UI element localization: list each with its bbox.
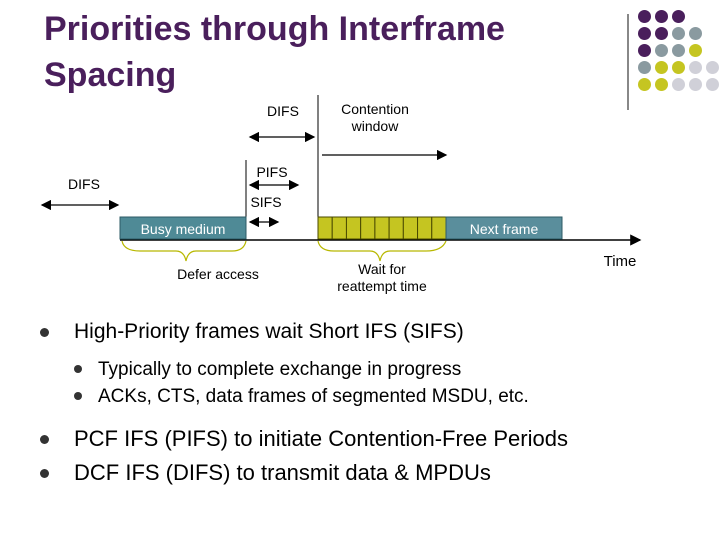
bullet-text: DCF IFS (DIFS) to transmit data & MPDUs — [74, 460, 491, 485]
wait-reattempt-label: Wait for reattempt time — [322, 261, 442, 295]
contention-slot — [375, 217, 389, 239]
difs-left-label: DIFS — [62, 176, 106, 193]
bullet-list: High-Priority frames wait Short IFS (SIF… — [40, 318, 710, 490]
bullet-difs: DCF IFS (DIFS) to transmit data & MPDUs — [40, 456, 710, 490]
decor-dot — [655, 27, 668, 40]
bullet-dot-icon — [74, 392, 82, 400]
wait-reattempt-brace — [318, 241, 446, 261]
sub-bullet: ACKs, CTS, data frames of segmented MSDU… — [64, 383, 710, 410]
bullet-dot-icon — [40, 469, 49, 478]
decor-dot — [689, 27, 702, 40]
sub-bullet-text: ACKs, CTS, data frames of segmented MSDU… — [98, 386, 529, 407]
defer-access-brace — [122, 241, 246, 261]
slide-title: Priorities through Interframe Spacing — [44, 6, 604, 98]
decor-dot — [655, 44, 668, 57]
contention-window-label: Contention window — [330, 101, 420, 135]
busy-medium-label: Busy medium — [120, 221, 246, 238]
decor-dot — [655, 10, 668, 23]
contention-slot — [318, 217, 332, 239]
sub-bullet-text: Typically to complete exchange in progre… — [98, 359, 461, 380]
contention-slot — [432, 217, 446, 239]
decor-dot — [638, 44, 651, 57]
contention-slot — [332, 217, 346, 239]
sub-bullet: Typically to complete exchange in progre… — [64, 356, 710, 383]
defer-access-label: Defer access — [158, 266, 278, 283]
decor-dot — [672, 61, 685, 74]
decor-dot — [672, 44, 685, 57]
time-axis-label: Time — [592, 253, 648, 270]
decor-dot — [706, 78, 719, 91]
decor-dot-grid — [638, 10, 720, 100]
bullet-text: High-Priority frames wait Short IFS (SIF… — [74, 320, 464, 343]
decor-dot — [689, 61, 702, 74]
difs-top-label: DIFS — [258, 103, 308, 120]
contention-slot — [346, 217, 360, 239]
bullet-pifs: PCF IFS (PIFS) to initiate Contention-Fr… — [40, 422, 710, 456]
decor-dot — [672, 78, 685, 91]
decor-dot — [638, 27, 651, 40]
decor-dot — [655, 78, 668, 91]
bullet-dot-icon — [40, 328, 49, 337]
bullet-text: PCF IFS (PIFS) to initiate Contention-Fr… — [74, 426, 568, 451]
bullet-dot-icon — [40, 435, 49, 444]
decor-dot — [638, 78, 651, 91]
decor-dot — [706, 61, 719, 74]
decor-dot — [672, 10, 685, 23]
bullet-sifs: High-Priority frames wait Short IFS (SIF… — [40, 318, 710, 346]
contention-slot — [403, 217, 417, 239]
decor-dot — [672, 27, 685, 40]
sifs-label: SIFS — [244, 194, 288, 211]
decor-dot — [689, 78, 702, 91]
next-frame-label: Next frame — [446, 221, 562, 238]
contention-slot — [361, 217, 375, 239]
bullet-dot-icon — [74, 365, 82, 373]
contention-slot — [389, 217, 403, 239]
contention-slots — [318, 217, 446, 239]
decor-dot — [638, 10, 651, 23]
decor-dot — [638, 61, 651, 74]
decor-dot — [655, 61, 668, 74]
decor-dot — [689, 44, 702, 57]
pifs-label: PIFS — [250, 164, 294, 181]
contention-slot — [418, 217, 432, 239]
